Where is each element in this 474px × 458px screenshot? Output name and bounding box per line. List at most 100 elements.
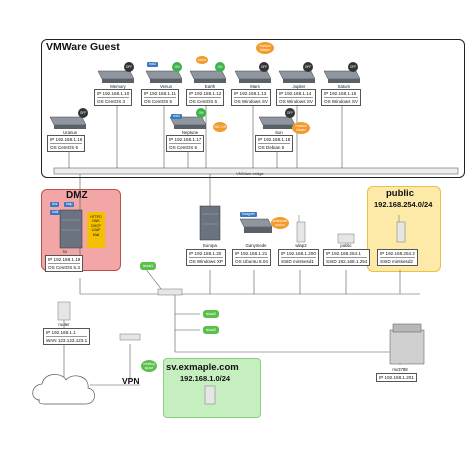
vm-ip: IP 192.168.1.11 — [144, 91, 177, 98]
host-os: OS Windows XP — [189, 259, 223, 264]
service-item: LDAP — [91, 228, 101, 233]
host-os: SSID mintsesd1 — [281, 259, 314, 264]
host-os: OS Ubuntu 8.04 — [235, 259, 268, 264]
lan-device-glyph — [204, 385, 216, 405]
vm-info-venus: IP 192.168.1.11 OS CentOS 5 — [141, 89, 180, 106]
vm-os: OS CentOS 3 — [97, 99, 126, 104]
host-label-europa: Europa — [203, 243, 217, 248]
status-badge-sun: OFF — [285, 108, 295, 118]
vm-os: OS CentOS 5 — [144, 99, 173, 104]
host-info-mx3788: IP 192.168.1.201 — [376, 373, 417, 382]
vm-label-sun: Sun — [275, 130, 283, 135]
callout-mars: Hudson Master — [256, 42, 274, 54]
vm-glyph-sun — [258, 116, 296, 129]
host-info-public: IP 192.168.254.1 SSID 192.168.1.254 — [323, 249, 371, 266]
vm-ip: IP 192.168.1.17 — [169, 137, 202, 144]
vm-info-mars: IP 192.168.1.13 OS Windows SV — [231, 89, 271, 106]
vm-os: OS CentOS 5 — [169, 145, 198, 150]
vm-os: OS CentOS 5 — [189, 99, 218, 104]
dmz-title: DMZ — [66, 190, 88, 201]
vm-tag-venus: mix2 — [147, 62, 159, 67]
vmware-bridge-bar — [53, 167, 459, 175]
vm-info-saturn: IP 192.168.1.15 OS Windows SV — [321, 89, 361, 106]
vm-tag-neptune: mix2 — [171, 114, 183, 119]
host-info-public-ap: IP 192.168.254.2 SSID mintsesd2 — [377, 249, 418, 266]
callout-island1: island1 — [140, 262, 156, 270]
host-info-europa: IP 192.168.1.20 OS Windows XP — [186, 249, 226, 266]
host-ip: IP 192.168.254.1 — [326, 250, 368, 258]
router-glyph-main — [57, 301, 71, 321]
vm-glyph-saturn — [323, 70, 361, 83]
host-os: SSID 192.168.1.254 — [326, 259, 368, 264]
server-glyph-io — [59, 209, 83, 249]
router-glyph-public — [337, 233, 355, 244]
vm-glyph-uranus — [49, 116, 87, 129]
host-ip: IP 192.168.254.2 — [380, 251, 415, 258]
dmz-tag-mail: mail — [50, 210, 61, 215]
host-os: OS CentOS 5.3 — [48, 265, 80, 270]
vmware-bridge-label: VMWare bridge — [236, 170, 264, 176]
host-label-wlap2: wlap2 — [295, 243, 307, 248]
vm-os: OS Windows SV — [279, 99, 313, 104]
vm-label-uranus: Uranus — [63, 130, 77, 135]
status-badge-uranus: OFF — [78, 108, 88, 118]
vm-glyph-jupiter — [278, 70, 316, 83]
vm-glyph-neptune — [169, 116, 207, 129]
vm-info-uranus: IP 192.168.1.16 OS CentOS 5 — [47, 135, 86, 152]
host-info-wlap2: IP 192.168.1.200 SSID mintsesd1 — [278, 249, 319, 266]
host-info-router: IP 192.168.1.1 WAN 123.123.123.1 — [43, 328, 91, 345]
server-glyph-ganymede — [239, 218, 273, 233]
dmz-tag-dns: dns — [50, 202, 60, 207]
vm-ip: IP 192.168.1.18 — [258, 137, 291, 144]
callout-island2: island2 — [203, 310, 219, 318]
vm-label-neptune: Neptune — [181, 130, 199, 135]
vpn-switch-glyph — [119, 333, 141, 341]
access-point-glyph-wlap2 — [296, 215, 306, 243]
vm-glyph-earth — [189, 70, 227, 83]
host-ip: IP 192.168.1.21 — [235, 251, 268, 258]
host-label-public: public — [340, 243, 352, 248]
callout-meeting: meeting space — [141, 360, 157, 372]
host-label-router: router — [58, 322, 70, 327]
service-item: Mail — [92, 232, 100, 237]
status-badge-jupiter: OFF — [303, 62, 313, 72]
vm-os: OS CentOS 5 — [50, 145, 79, 150]
internet-cloud-icon — [32, 374, 95, 405]
vm-os: OS Windows SV — [324, 99, 358, 104]
vm-label-earth: Earth — [204, 84, 216, 89]
vpn-label: VPN — [122, 376, 140, 386]
vm-label-memory: Memory — [110, 84, 126, 89]
callout-ganymede: scheduled packet — [271, 217, 289, 229]
vm-label-venus: Venus — [160, 84, 172, 89]
public-title: public — [386, 188, 414, 199]
status-badge-venus: ON — [172, 62, 182, 72]
vm-os: OS Debian 5 — [258, 145, 285, 150]
vm-ip: IP 192.168.1.14 — [279, 91, 313, 98]
vm-label-mars: Mars — [250, 84, 260, 89]
service-item: DHCP — [91, 223, 101, 228]
vm-info-neptune: IP 192.168.1.17 OS CentOS 5 — [166, 135, 205, 152]
server-glyph-europa — [199, 205, 221, 241]
vm-info-jupiter: IP 192.168.1.14 OS Windows SV — [276, 89, 316, 106]
service-item: HTTPD — [90, 215, 102, 219]
vm-label-saturn: Saturn — [337, 84, 351, 89]
vm-connectors — [63, 104, 420, 386]
vm-os: OS Windows SV — [234, 99, 268, 104]
vm-ip: IP 192.168.1.10 — [97, 91, 130, 98]
host-wan: WAN 123.123.123.1 — [46, 338, 88, 343]
host-info-ganymede: IP 192.168.1.21 OS Ubuntu 8.04 — [232, 249, 271, 266]
host-tag-ganymede: Nxagnet — [240, 212, 257, 217]
status-badge-neptune: ON — [196, 108, 206, 118]
callout-earth: Active — [196, 56, 208, 64]
dmz-services-list: HTTPD DNS DHCP LDAP Mail — [87, 212, 105, 248]
vm-ip: IP 192.168.1.16 — [50, 137, 83, 144]
host-label-mx3788: mx3788 — [392, 367, 408, 372]
host-ip: IP 192.168.1.201 — [379, 375, 414, 380]
status-badge-mars: OFF — [259, 62, 269, 72]
dmz-tag-ldap: ldap — [64, 202, 75, 207]
callout-neptune: VNC DH — [213, 122, 227, 132]
vm-info-memory: IP 192.168.1.10 OS CentOS 3 — [94, 89, 133, 106]
host-label-ganymede: Ganymede — [245, 243, 267, 248]
host-os: SSID mintsesd2 — [380, 259, 413, 264]
